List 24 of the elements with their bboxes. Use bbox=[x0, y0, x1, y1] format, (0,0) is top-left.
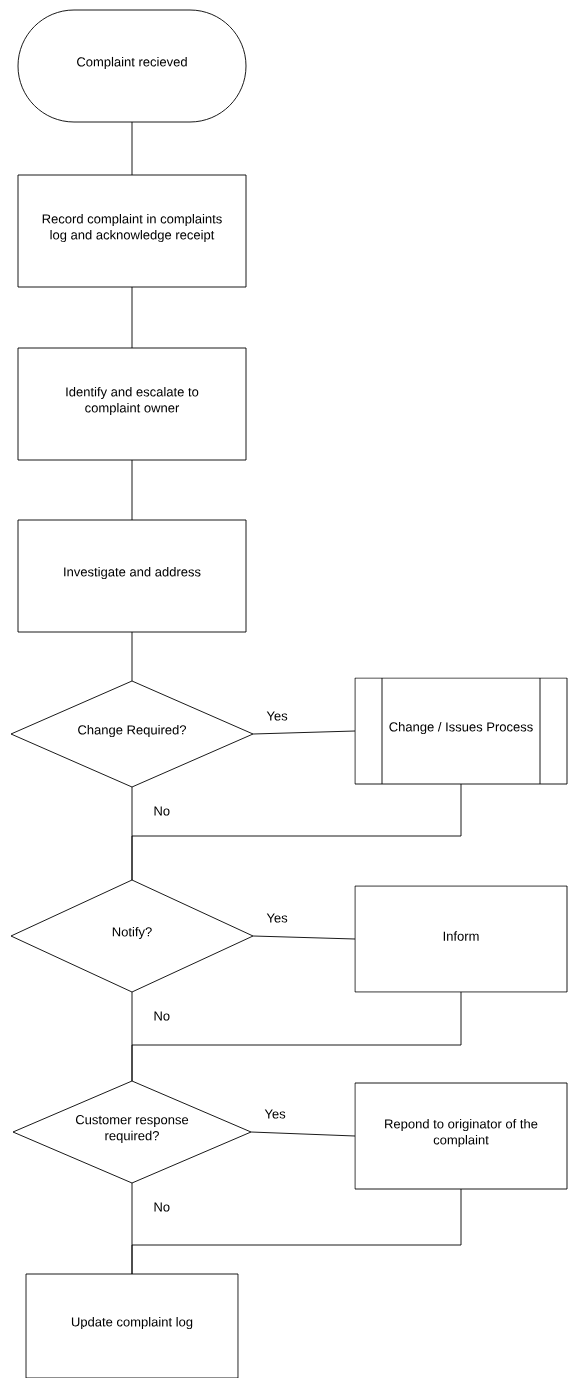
connector-line bbox=[131, 459, 133, 521]
edge-label: Yes bbox=[265, 710, 289, 722]
connector-line bbox=[131, 121, 133, 176]
connector-line bbox=[131, 631, 133, 682]
process-box: Repond to originator of the complaint bbox=[354, 1082, 568, 1190]
connector-line bbox=[131, 783, 462, 881]
process-box: Update complaint log bbox=[25, 1273, 239, 1378]
edge-label: No bbox=[152, 805, 172, 817]
connector-line bbox=[131, 286, 133, 349]
subprocess-box: Change / Issues Process bbox=[354, 677, 568, 785]
connector-line bbox=[252, 730, 356, 735]
connector-line bbox=[250, 1131, 356, 1137]
process-box: Identify and escalate to complaint owner bbox=[17, 347, 247, 461]
process-box: Record complaint in complaints log and acknowledge receipt bbox=[17, 174, 247, 288]
edge-label: Yes bbox=[265, 912, 289, 924]
connector-line bbox=[252, 935, 356, 940]
edge-label: No bbox=[152, 1010, 172, 1022]
connector-line bbox=[131, 1188, 462, 1275]
edge-label: Yes bbox=[263, 1108, 287, 1120]
edge-label: No bbox=[152, 1201, 172, 1213]
terminal-box: Complaint recieved bbox=[17, 9, 247, 123]
connector-line bbox=[131, 991, 462, 1082]
process-box: Investigate and address bbox=[17, 519, 247, 633]
process-box: Inform bbox=[354, 885, 568, 993]
